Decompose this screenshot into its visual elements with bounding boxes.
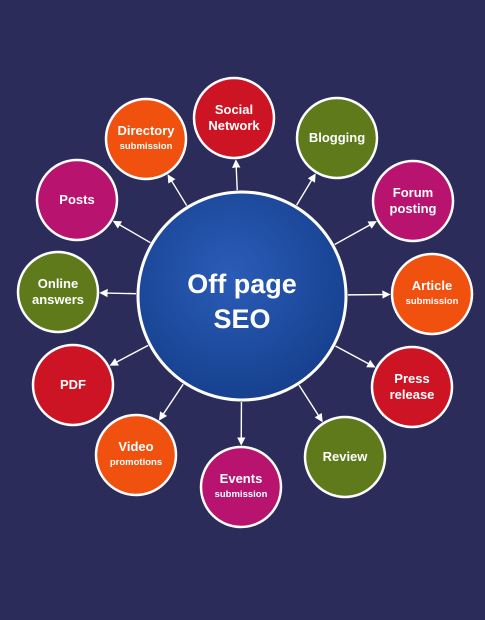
node-circle [295, 96, 379, 180]
node-label: Network [208, 118, 260, 133]
node-label: PDF [60, 377, 86, 392]
node-sublabel: submission [120, 141, 173, 152]
connector-press-release [335, 345, 376, 368]
node-sublabel: submission [215, 489, 268, 500]
center-title-line-1: Off page [187, 269, 297, 299]
connector-forum-posting [334, 221, 377, 246]
node-article-submission: Article submission [390, 252, 474, 336]
topic-nodes: SocialNetworkBloggingForumpostingArticle… [16, 76, 474, 529]
connector-directory-submission [167, 174, 188, 206]
node-circle [390, 252, 474, 336]
node-video-promotions: Video promotions [94, 413, 178, 497]
center-title-line-2: SEO [213, 304, 270, 334]
node-label: Social [215, 102, 253, 117]
node-circle [35, 158, 119, 242]
connector-posts [112, 220, 151, 244]
node-label: Online [38, 276, 78, 291]
node-label: answers [32, 292, 84, 307]
node-label: Events [220, 471, 263, 486]
node-review: Review [303, 415, 387, 499]
node-sublabel: submission [406, 296, 459, 307]
node-label: posting [390, 201, 437, 216]
connector-video-promotions [158, 383, 184, 421]
node-circle [94, 413, 178, 497]
node-label: Directory [117, 123, 175, 138]
center-circle [136, 190, 348, 402]
node-blogging: Blogging [295, 96, 379, 180]
node-circle [16, 250, 100, 334]
node-label: Video [118, 439, 153, 454]
connector-lines [99, 159, 391, 446]
node-circle [199, 445, 283, 529]
node-label: Press [394, 371, 429, 386]
node-label: Forum [393, 185, 433, 200]
node-events-submission: Events submission [199, 445, 283, 529]
node-circle [31, 343, 115, 427]
node-circle [303, 415, 387, 499]
node-sublabel: promotions [110, 457, 162, 468]
connector-blogging [296, 173, 316, 206]
node-posts: Posts [35, 158, 119, 242]
node-circle [192, 76, 276, 160]
connector-social-network [232, 159, 241, 191]
connector-review [298, 384, 323, 423]
node-label: Posts [59, 192, 94, 207]
node-label: Blogging [309, 130, 365, 145]
node-pdf: PDF [31, 343, 115, 427]
connector-online-answers [99, 288, 137, 298]
connector-pdf [109, 344, 149, 366]
node-label: release [390, 387, 435, 402]
node-directory-submission: Directory submission [104, 97, 188, 181]
node-label: Article [412, 278, 452, 293]
node-circle [370, 345, 454, 429]
center-hub: Off page SEO [136, 190, 348, 402]
node-label: Review [323, 449, 369, 464]
node-circle [371, 159, 455, 243]
node-circle [104, 97, 188, 181]
